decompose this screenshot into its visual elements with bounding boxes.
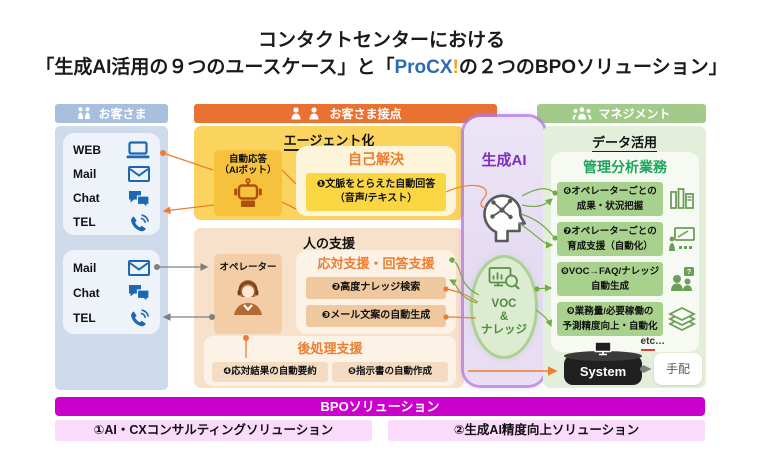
analysis-title: 管理分析業務	[583, 159, 667, 175]
laptop-icon	[126, 141, 150, 159]
genai-label: 生成AI	[481, 152, 527, 169]
title-line2-suffix: の２つのBPOソリューション」	[458, 57, 728, 78]
group-icon	[572, 107, 592, 120]
channel-row: WEB	[73, 138, 150, 162]
self-solve-box: 自己解決 ❶文脈をとらえた自動回答 （音声/テキスト）	[296, 146, 456, 216]
usecase-7-line1: ❼オペレーターごとの	[563, 226, 657, 237]
usecase-5-box: ❺指示書の自動作成	[332, 362, 448, 382]
usecase-8-line2: 自動生成	[590, 281, 629, 292]
channel-label: TEL	[73, 215, 96, 229]
usecase-2-box: ❷高度ナレッジ検索	[306, 277, 446, 299]
operator-icon	[234, 280, 262, 315]
channel-row: Chat	[73, 186, 150, 210]
channel-row: Mail	[73, 162, 150, 186]
ledger-icon	[667, 182, 697, 216]
voc-line1: VOC	[491, 298, 517, 310]
channel-label: Chat	[73, 285, 100, 300]
self-solve-title: 自己解決	[348, 151, 404, 167]
faq-people-icon: ?	[667, 262, 697, 296]
mail-icon	[128, 166, 150, 182]
mail-icon	[128, 259, 150, 276]
usecase-8-line1: ❽VOC→FAQ/ナレッジ	[560, 266, 660, 277]
title-line2-prefix: 「生成AI活用の９つのユースケース」と「	[35, 57, 395, 78]
human-section-title: 人の支援	[194, 233, 464, 254]
etc-label: etc…	[640, 336, 665, 347]
channel-row: TEL	[73, 305, 150, 330]
usecase-6-line2: 成果・状況把握	[576, 201, 644, 212]
response-support-title: 応対支援・回答支援	[317, 256, 435, 271]
chat-icon	[129, 285, 150, 301]
brand-exclamation: !	[452, 57, 459, 78]
post-processing-title: 後処理支援	[297, 341, 363, 356]
usecase-6-box: ❻オペレーターごとの 成果・状況把握	[557, 182, 663, 216]
sheets-icon	[667, 302, 697, 336]
usecase-9-box: ❾業務量/必要稼働の 予測精度向上・自動化	[557, 302, 663, 336]
auto-response-box: 自動応答 （AIボット）	[214, 150, 282, 216]
response-support-box: 応対支援・回答支援 ❷高度ナレッジ検索 ❸メール文案の自動生成	[296, 250, 456, 334]
voc-monitor-icon	[488, 267, 520, 290]
agent-section-title: エージェント化	[194, 130, 464, 151]
customer-panel: WEB Mail Chat TEL Mail Chat	[55, 126, 168, 390]
channel-label: Chat	[73, 191, 100, 205]
analysis-panel: 管理分析業務 ❻オペレーターごとの 成果・状況把握 ❼オペレーターごとの 育成支…	[551, 152, 699, 352]
svg-text:?: ?	[687, 269, 691, 276]
people-icon	[291, 107, 319, 120]
header-touchpoint-label: お客さま接点	[329, 107, 402, 121]
header-touchpoint: お客さま接点	[194, 104, 497, 123]
robot-icon	[234, 177, 262, 207]
usecase-7-box: ❼オペレーターごとの 育成支援（自動化）	[557, 222, 663, 256]
header-customer-label: お客さま	[98, 107, 147, 121]
tehai-box: 手配	[654, 353, 702, 385]
data-utilization-title: データ活用	[543, 132, 706, 153]
usecase-8-box: ❽VOC→FAQ/ナレッジ 自動生成	[557, 262, 663, 296]
operator-label: オペレーター	[219, 262, 277, 273]
monitor-icon	[594, 341, 612, 356]
usecase-1-box: ❶文脈をとらえた自動回答 （音声/テキスト）	[306, 173, 446, 211]
page-title: コンタクトセンターにおける 「生成AI活用の９つのユースケース」と「ProCX!…	[0, 28, 763, 82]
system-label: System	[579, 364, 627, 379]
channel-label: WEB	[73, 143, 101, 157]
usecase-1-line2: （音声/テキスト）	[334, 193, 418, 204]
bpo-solution-bar: BPOソリューション	[55, 397, 705, 416]
voc-line3: ナレッジ	[481, 324, 527, 336]
auto-response-line1: 自動応答	[228, 154, 267, 165]
usecase-6-line1: ❻オペレーターごとの	[563, 186, 657, 197]
auto-response-line2: （AIボット）	[219, 165, 277, 176]
post-processing-box: 後処理支援 ❹応対結果の自動要約 ❺指示書の自動作成	[204, 336, 456, 386]
channel-row: Chat	[73, 280, 150, 305]
voc-knowledge-ellipse: VOC & ナレッジ	[473, 258, 535, 356]
usecase-4-box: ❹応対結果の自動要約	[212, 362, 328, 382]
title-line1: コンタクトセンターにおける	[257, 30, 505, 51]
header-management: マネジメント	[537, 104, 706, 123]
ai-brain-head-icon	[479, 187, 529, 248]
title-line2: 「生成AI活用の９つのユースケース」と「ProCX!の２つのBPOソリューション…	[0, 54, 763, 82]
training-icon	[667, 222, 697, 256]
person-icon	[78, 107, 91, 119]
channel-row: TEL	[73, 210, 150, 234]
phone-icon	[131, 213, 149, 231]
usecase-3-box: ❸メール文案の自動生成	[306, 305, 446, 327]
bpo-solution-1: ①AI・CXコンサルティングソリューション	[55, 420, 372, 441]
header-customer: お客さま	[55, 104, 168, 123]
etc-underline	[641, 349, 655, 351]
usecase-7-line2: 育成支援（自動化）	[567, 241, 653, 252]
usecase-9-line2: 予測精度向上・自動化	[562, 321, 658, 332]
usecase-9-line1: ❾業務量/必要稼働の	[566, 306, 654, 317]
channel-label: TEL	[73, 310, 96, 325]
usecase-1-line1: ❶文脈をとらえた自動回答	[316, 179, 436, 190]
bpo-solution-2: ②生成AI精度向上ソリューション	[388, 420, 705, 441]
phone-icon	[131, 309, 149, 327]
brand-procx: ProCX	[394, 57, 453, 78]
chat-icon	[129, 190, 150, 207]
channel-row: Mail	[73, 255, 150, 280]
channel-label: Mail	[73, 167, 97, 181]
system-database: System	[564, 341, 642, 385]
operator-box: オペレーター	[214, 254, 282, 334]
channel-label: Mail	[73, 260, 97, 275]
voc-line2: &	[499, 311, 509, 323]
customer-channels-top: WEB Mail Chat TEL	[63, 133, 160, 235]
header-management-label: マネジメント	[598, 107, 671, 121]
customer-channels-bottom: Mail Chat TEL	[63, 250, 160, 334]
